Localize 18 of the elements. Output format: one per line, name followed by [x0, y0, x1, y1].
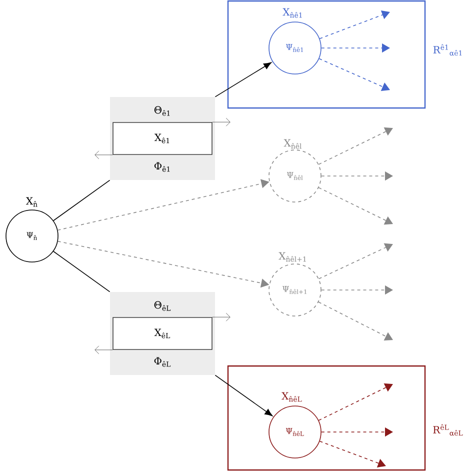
message-box: X$_{êL}$ [112, 317, 212, 350]
arrow [214, 374, 273, 416]
formula-label: X$_{n̂ê1}$ [282, 8, 302, 18]
arrow [318, 187, 393, 225]
arrow [318, 127, 393, 165]
arrow [318, 243, 393, 280]
arrow [214, 62, 272, 98]
arrow [318, 302, 393, 340]
arrow [318, 58, 390, 91]
arrow [319, 10, 390, 40]
arrow [318, 383, 393, 421]
connector-line [53, 250, 110, 292]
formula-label: X$_{n̂êl}$ [284, 139, 302, 149]
formula-label: X$_{n̂}$ [26, 197, 38, 207]
connector-line [53, 180, 110, 222]
formula-label: X$_{n̂êl+1}$ [278, 252, 306, 262]
formula-label: X$_{n̂êL}$ [282, 392, 302, 402]
message-box: X$_{ê1}$ [112, 122, 212, 155]
